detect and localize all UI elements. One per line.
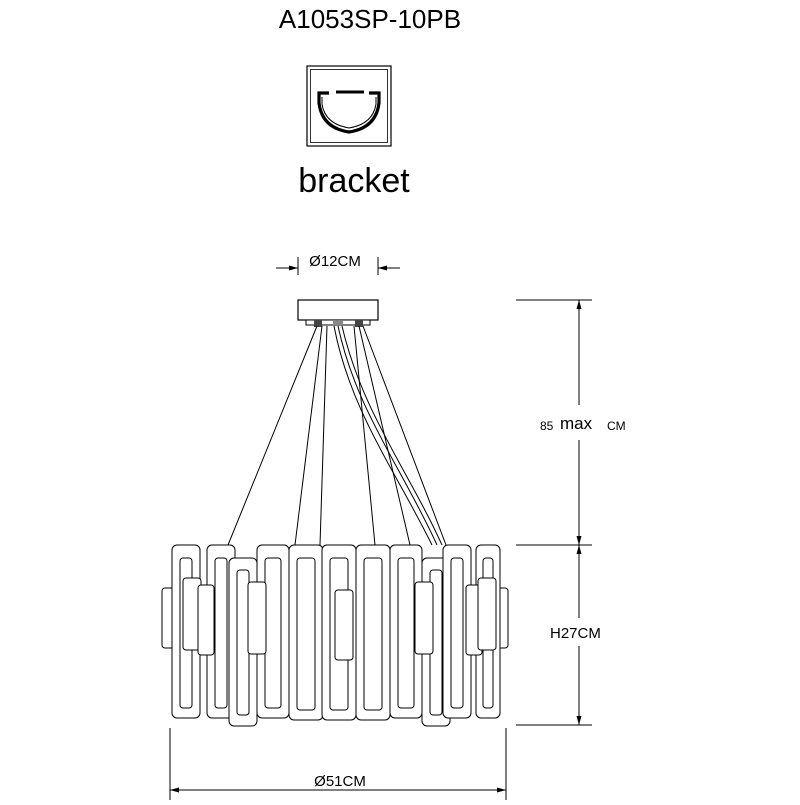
- suspension-cables: [227, 325, 447, 546]
- bracket-mount-icon: [306, 65, 392, 147]
- ceiling-canopy: [297, 299, 379, 327]
- body-diameter-dimension: Ø51CM: [169, 728, 507, 800]
- canopy-diameter-label: Ø12CM: [309, 253, 361, 270]
- chandelier-body: [161, 544, 509, 727]
- suspension-unit-label: CM: [607, 419, 626, 433]
- body-height-label: H27CM: [550, 625, 601, 642]
- bracket-label: bracket: [298, 162, 410, 200]
- suspension-value-label: 85: [540, 419, 554, 433]
- model-code-title: A1053SP-10PB: [279, 4, 461, 34]
- body-diameter-label: Ø51CM: [314, 773, 366, 790]
- suspension-max-label: max: [560, 414, 593, 433]
- body-height-dimension: H27CM: [516, 545, 601, 726]
- canopy-diameter-dimension: Ø12CM: [276, 253, 400, 275]
- suspension-height-dimension: 85 max CM: [516, 299, 626, 546]
